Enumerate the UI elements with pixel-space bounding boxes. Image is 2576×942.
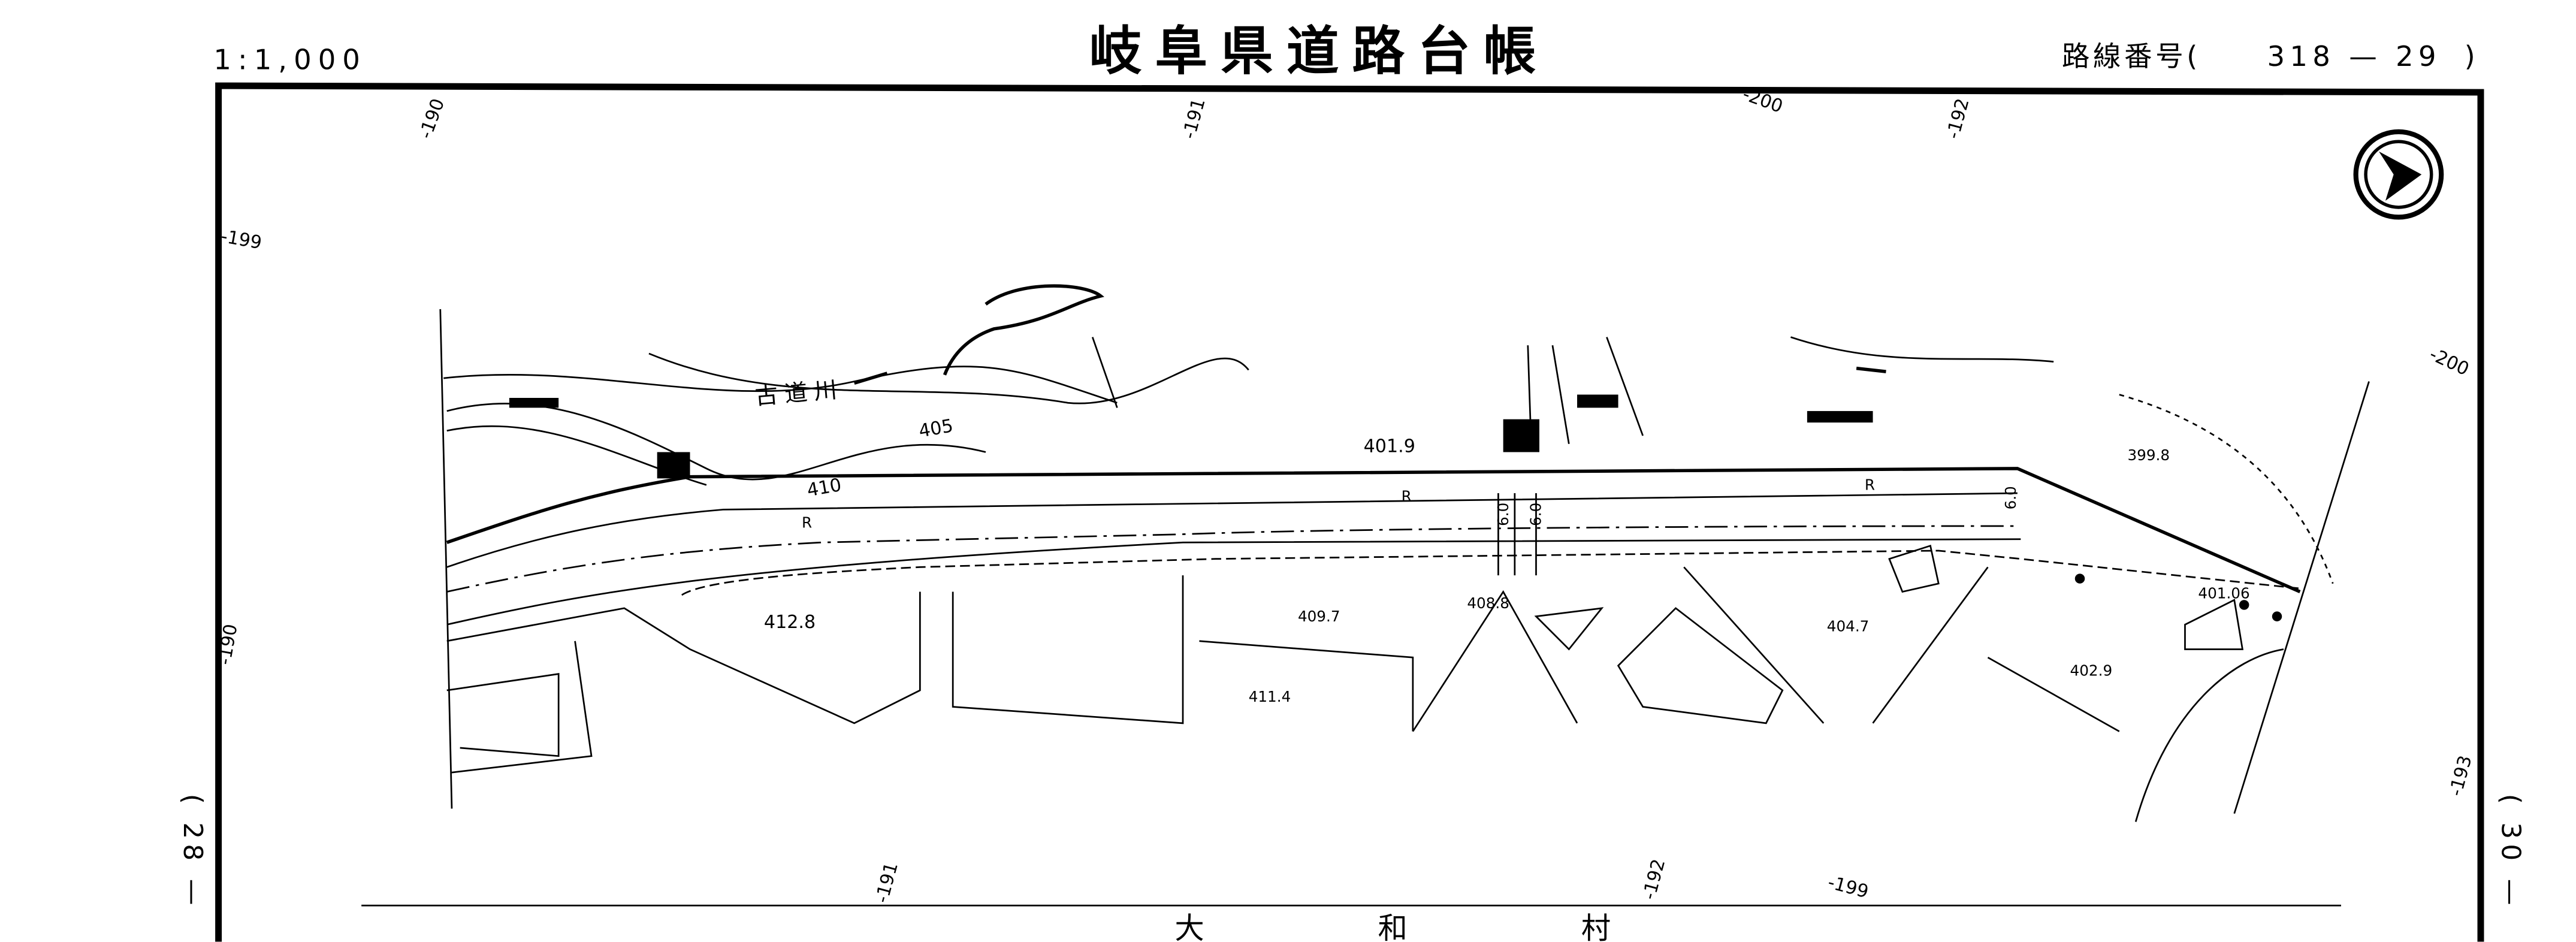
elevation-label: 408.8 xyxy=(1467,594,1509,612)
road-mark: R xyxy=(1865,476,1875,494)
map-linework xyxy=(361,284,2370,907)
grid-label: -192 xyxy=(1639,857,1670,902)
village-name: 大 和 村 xyxy=(1174,911,1693,942)
map-frame xyxy=(215,82,2484,942)
north-arrow-icon xyxy=(2353,129,2444,220)
grid-label: -199 xyxy=(219,226,263,253)
sheet-ref-left: ( 28 — xyxy=(177,794,208,910)
elevation-label: 409.7 xyxy=(1298,608,1340,625)
road-mark: R xyxy=(1402,488,1412,505)
route-number: 318 — 29 xyxy=(2267,40,2441,73)
contour-label: 405 xyxy=(917,415,955,442)
route-label: 路線番号( xyxy=(2062,40,2201,73)
flow-arrow-icon xyxy=(853,372,888,385)
elevation-label: 404.7 xyxy=(1827,617,1870,635)
marker-dot xyxy=(2239,600,2249,610)
width-label: 6.0 xyxy=(1494,503,1512,526)
elevation-label: 401.06 xyxy=(2198,584,2249,602)
width-label: 6.0 xyxy=(2002,486,2019,509)
contour-label: 410 xyxy=(805,475,843,501)
hatched-slope xyxy=(1503,419,1539,452)
elevation-label: 401.9 xyxy=(1364,436,1415,457)
width-label: 6.0 xyxy=(1527,503,1545,526)
hatched-slope xyxy=(509,397,559,408)
hatched-slope xyxy=(1577,394,1618,408)
road-mark: R xyxy=(802,514,812,532)
elevation-label: 412.8 xyxy=(764,612,816,633)
flow-arrow-icon xyxy=(1856,366,1886,373)
elevation-label: 399.8 xyxy=(2128,446,2170,464)
sheet-ref-right: ( 30 — xyxy=(2496,794,2526,910)
page-title: 岐阜県道路台帳 xyxy=(1089,21,1550,82)
grid-label: -200 xyxy=(2426,344,2472,381)
route-close: ) xyxy=(2465,40,2475,73)
hatched-slope xyxy=(657,452,690,479)
elevation-label: 411.4 xyxy=(1249,688,1291,705)
marker-dot xyxy=(2074,573,2085,584)
scale-label: 1:1,000 xyxy=(213,44,367,76)
river-name: 古道川 xyxy=(754,376,844,410)
grid-label: -192 xyxy=(1943,96,1974,141)
grid-label: -199 xyxy=(1826,872,1871,903)
grid-label: -193 xyxy=(2445,753,2477,798)
grid-label: -191 xyxy=(1179,96,1210,141)
marker-dot xyxy=(2272,611,2282,621)
grid-label: -190 xyxy=(415,96,449,141)
grid-label: -191 xyxy=(871,860,902,905)
elevation-label: 402.9 xyxy=(2070,662,2113,679)
hatched-slope xyxy=(1807,410,1873,423)
